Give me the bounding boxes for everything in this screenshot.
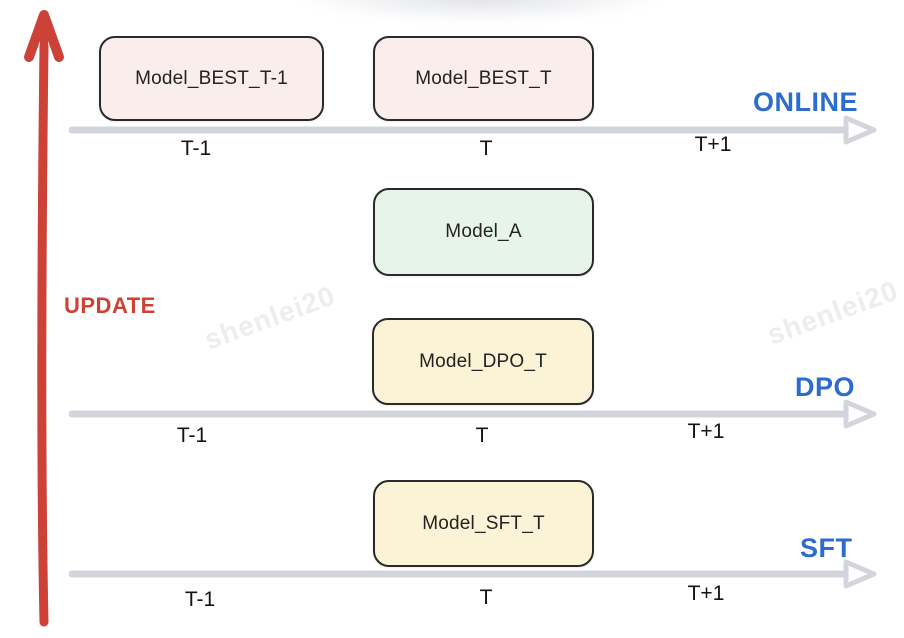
dpo-track-label: DPO bbox=[795, 372, 856, 402]
sft-tick-t: T bbox=[479, 586, 493, 609]
watermark-right: shenlei20 bbox=[763, 274, 903, 351]
dpo-tick-t: T bbox=[475, 424, 489, 447]
top-shadow-blob bbox=[295, 0, 665, 22]
watermark-left: shenlei20 bbox=[200, 279, 340, 356]
dpo-tick-t-plus-1: T+1 bbox=[687, 420, 725, 443]
sft-tick-t-1: T-1 bbox=[184, 588, 216, 611]
update-axis-label: UPDATE bbox=[64, 293, 156, 318]
model-best-t-box: Model_BEST_T bbox=[373, 36, 594, 121]
model-a-box: Model_A bbox=[373, 188, 594, 276]
sft-tick-t-plus-1: T+1 bbox=[687, 582, 725, 605]
online-track-label: ONLINE bbox=[753, 87, 859, 117]
model-best-t-1-box: Model_BEST_T-1 bbox=[99, 36, 324, 121]
online-tick-t-plus-1: T+1 bbox=[694, 133, 732, 156]
dpo-tick-t-1: T-1 bbox=[176, 424, 208, 447]
sft-track-label: SFT bbox=[800, 533, 853, 563]
online-tick-t-1: T-1 bbox=[180, 137, 212, 160]
dpo-timeline-arrow bbox=[68, 399, 877, 429]
update-arrow bbox=[24, 10, 64, 627]
model-dpo-t-box: Model_DPO_T bbox=[372, 318, 594, 405]
online-tick-t: T bbox=[479, 137, 493, 160]
model-sft-t-box: Model_SFT_T bbox=[373, 480, 594, 567]
